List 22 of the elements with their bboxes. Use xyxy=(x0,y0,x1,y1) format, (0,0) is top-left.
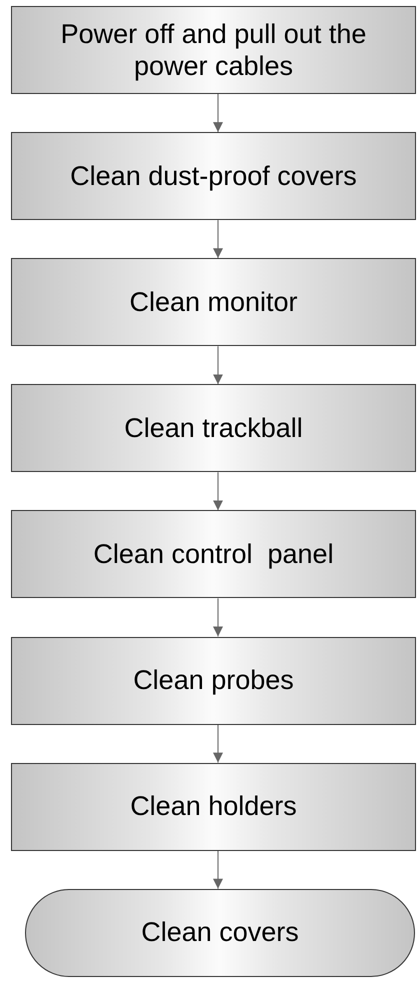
arrow xyxy=(213,598,223,637)
process-box xyxy=(11,258,416,346)
step-text: Clean covers xyxy=(141,916,299,949)
step-text: Power off and pull out the power cables xyxy=(60,18,368,82)
step-text: Clean probes xyxy=(133,664,294,697)
arrow xyxy=(213,94,223,133)
process-box xyxy=(11,510,416,598)
step-text: Clean trackball xyxy=(124,412,303,444)
arrow xyxy=(213,724,223,764)
step-text: Clean control panel xyxy=(93,538,334,571)
process-box xyxy=(11,132,416,220)
arrow xyxy=(213,472,223,511)
arrow xyxy=(213,850,223,890)
step-text: Clean monitor xyxy=(129,286,298,318)
process-box xyxy=(11,6,416,94)
arrow xyxy=(213,220,223,259)
arrow xyxy=(213,346,223,385)
process-box xyxy=(11,762,416,851)
step-text: Clean dust-proof covers xyxy=(70,160,357,192)
process-box xyxy=(11,384,416,472)
step-text: Clean holders xyxy=(130,790,297,823)
process-box xyxy=(11,636,416,724)
